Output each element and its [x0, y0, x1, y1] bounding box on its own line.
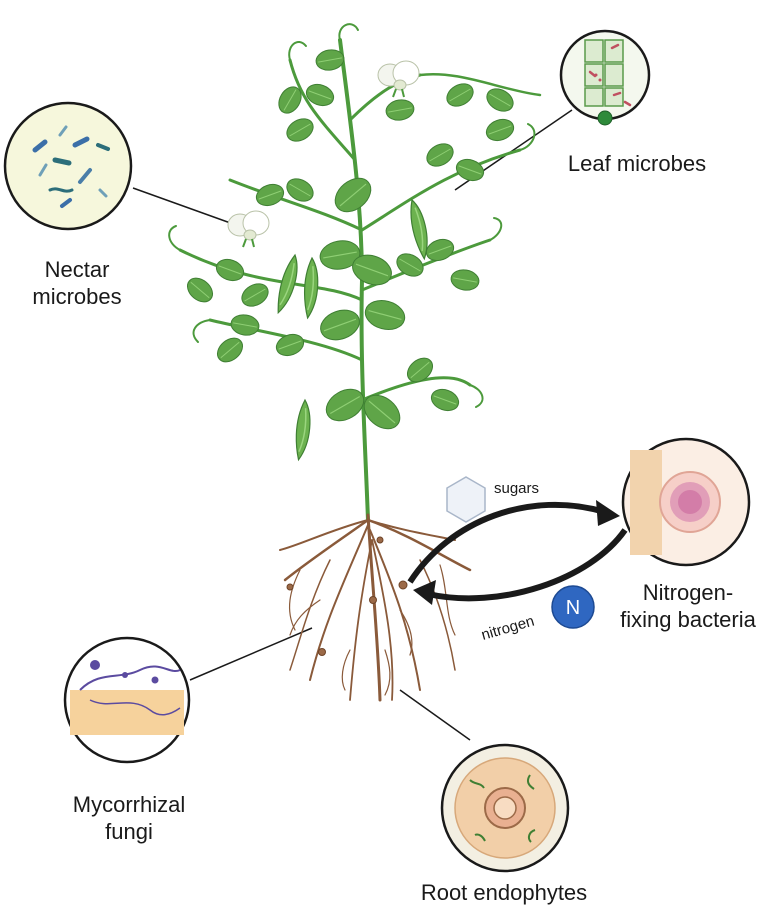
- sugars-label: sugars: [494, 480, 539, 497]
- nitrogen-label: nitrogen: [479, 613, 536, 644]
- root-nodules: [286, 536, 408, 656]
- nitrogen-fixing-line1: Nitrogen-: [642, 580, 734, 605]
- root-system: [279, 513, 472, 702]
- sugar-hexagon-icon: [446, 476, 486, 523]
- nitrogen-arrow: [413, 528, 628, 605]
- root-endophytes-label: Root endophytes: [404, 879, 604, 906]
- leaf-microbes-label: Leaf microbes: [552, 150, 722, 177]
- root-endophytes-text: Root endophytes: [420, 880, 588, 905]
- leaf-microbes-text: Leaf microbes: [567, 151, 707, 176]
- nitrogen-fixing-label: Nitrogen- fixing bacteria: [608, 579, 765, 633]
- nitrogen-fixing-line2: fixing bacteria: [620, 607, 756, 632]
- sugars-arrow: [407, 500, 620, 584]
- nectar-line1: Nectar: [44, 257, 110, 282]
- mycorrhizal-fungi-label: Mycorrhizal fungi: [54, 791, 204, 845]
- mycorrhizal-line1: Mycorrhizal: [72, 792, 186, 817]
- root-endophytes-inset: [440, 743, 570, 873]
- nectar-line2: microbes: [32, 284, 122, 309]
- nitrogen-fixing-inset: [621, 437, 751, 567]
- nectar-microbes-inset: [3, 101, 133, 231]
- nitrogen-symbol: N: [566, 597, 580, 619]
- myco-leader-line: [189, 627, 313, 681]
- nectar-leader-line: [132, 187, 237, 226]
- nitrogen-badge-icon: [551, 585, 595, 629]
- mycorrhizal-line2: fungi: [105, 819, 153, 844]
- mycorrhizal-inset: [63, 636, 191, 764]
- leaf-microbes-inset: [559, 29, 651, 126]
- nectar-microbes-label: Nectar microbes: [12, 256, 142, 310]
- endo-leader-line: [399, 689, 471, 741]
